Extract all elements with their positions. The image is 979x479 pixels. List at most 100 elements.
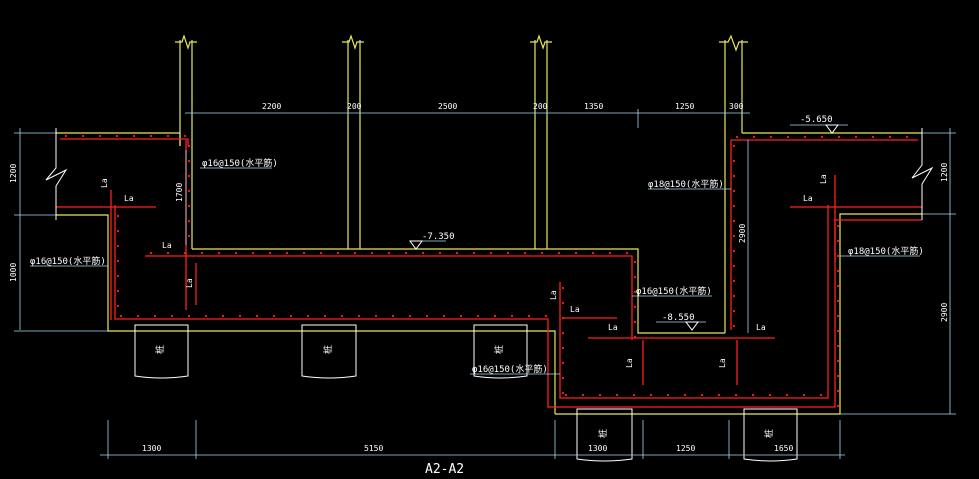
elev-5650-marker xyxy=(825,124,839,134)
rebar-dot-45 xyxy=(336,251,340,255)
rebar-dot-67 xyxy=(632,393,636,397)
rebar-dot-76 xyxy=(785,393,789,397)
dim-1350: 1350 xyxy=(584,102,603,111)
rebar-dot-142 xyxy=(561,376,565,380)
rebar-dot-136 xyxy=(561,286,565,290)
la-2: La xyxy=(100,178,109,188)
rebar-dot-15 xyxy=(238,314,242,318)
elev-7350: -7.350 xyxy=(422,232,455,242)
dim-right-1200: 1200 xyxy=(940,163,949,182)
rebar-dot-81 xyxy=(769,135,773,139)
dim-1250: 1250 xyxy=(675,102,694,111)
rebar-dot-35 xyxy=(166,251,170,255)
rebar-dot-1 xyxy=(81,134,85,138)
rebar-dot-52 xyxy=(455,251,459,255)
rebar-dot-97 xyxy=(116,214,120,218)
rebar-dot-133 xyxy=(633,305,637,309)
rebar-dot-108 xyxy=(732,204,736,208)
rebar-dot-82 xyxy=(786,135,790,139)
rebar-dot-27 xyxy=(442,314,446,318)
rebar-dot-115 xyxy=(732,309,736,313)
rebar-dot-23 xyxy=(374,314,378,318)
rebar-dot-71 xyxy=(700,393,704,397)
slab-break-marks xyxy=(45,128,934,220)
rebar-dot-118 xyxy=(836,239,840,243)
dim-2500: 2500 xyxy=(438,102,457,111)
la-9: La xyxy=(718,358,727,368)
rebar-dot-99 xyxy=(116,244,120,248)
rebar-dot-100 xyxy=(116,259,120,263)
rebar-dot-92 xyxy=(187,174,191,178)
dim-5150: 5150 xyxy=(364,444,383,453)
dim-1300a: 1300 xyxy=(142,444,161,453)
rebar-dot-64 xyxy=(581,393,585,397)
label-pile-phi16: φ16@150(水平筋) xyxy=(472,363,548,375)
rebar-dot-53 xyxy=(472,251,476,255)
rebar-dot-104 xyxy=(732,144,736,148)
anchor-labels: La La La La La La La La La La La La xyxy=(100,174,828,368)
rebar-dot-66 xyxy=(615,393,619,397)
rebar-dot-78 xyxy=(819,393,823,397)
elevation-markers xyxy=(409,124,839,331)
la-7: La xyxy=(608,323,618,332)
rebar-labels: φ16@150(水平筋) φ16@150(水平筋) φ18@150(水平筋) φ… xyxy=(30,157,924,375)
rebar-dot-124 xyxy=(836,329,840,333)
dim-1300b: 1300 xyxy=(588,444,607,453)
pile-mark-5: 桩 xyxy=(763,429,775,438)
rebar-dot-79 xyxy=(735,135,739,139)
rebar-dot-49 xyxy=(404,251,408,255)
rebar-dot-98 xyxy=(116,229,120,233)
rebar-dot-36 xyxy=(183,251,187,255)
rebar-dot-96 xyxy=(187,234,191,238)
rebar-left-top xyxy=(60,138,189,146)
rebar-dot-39 xyxy=(234,251,238,255)
rebar-dot-29 xyxy=(476,314,480,318)
dim-200a: 200 xyxy=(347,102,362,111)
dim-left-1000: 1000 xyxy=(9,263,18,282)
label-right-phi18-upper: φ18@150(水平筋) xyxy=(648,178,724,190)
rebar-dot-102 xyxy=(116,289,120,293)
rebar-dot-114 xyxy=(732,294,736,298)
rebar-dot-55 xyxy=(506,251,510,255)
rebar-dot-70 xyxy=(683,393,687,397)
rebar-dot-40 xyxy=(251,251,255,255)
break-mark-3 xyxy=(530,34,552,50)
rebar-dot-121 xyxy=(836,284,840,288)
rebar-dot-41 xyxy=(268,251,272,255)
drawing-title: A2-A2 xyxy=(425,462,464,477)
rebar-dot-75 xyxy=(768,393,772,397)
rebar-dot-50 xyxy=(421,251,425,255)
la-8: La xyxy=(625,358,634,368)
rebar-dot-31 xyxy=(510,314,514,318)
rebar-dot-139 xyxy=(561,331,565,335)
bottom-dim-labels: 1300 5150 1300 1250 1650 xyxy=(142,444,793,453)
break-mark-4 xyxy=(719,34,748,52)
rebar-dot-94 xyxy=(187,204,191,208)
rebar-dot-140 xyxy=(561,346,565,350)
concrete-outline xyxy=(56,34,922,415)
pile-mark-3: 桩 xyxy=(493,345,505,354)
rebar-dot-46 xyxy=(353,251,357,255)
rebar-dot-20 xyxy=(323,314,327,318)
rebar-dot-16 xyxy=(255,314,259,318)
rebar-dot-138 xyxy=(561,316,565,320)
rebar-dot-47 xyxy=(370,251,374,255)
rebar-dot-132 xyxy=(633,290,637,294)
rebar-dot-107 xyxy=(732,189,736,193)
piles xyxy=(134,324,798,462)
rebar-dot-51 xyxy=(438,251,442,255)
label-top-phi16: φ16@150(水平筋) xyxy=(202,157,278,169)
rebar-dot-141 xyxy=(561,361,565,365)
dim-2900-inner: 2900 xyxy=(738,224,747,243)
rebar-dot-65 xyxy=(598,393,602,397)
rebar-dot-14 xyxy=(221,314,225,318)
left-break xyxy=(45,128,68,220)
rebar xyxy=(56,138,922,408)
rebar-dot-128 xyxy=(836,389,840,393)
rebar-dot-63 xyxy=(564,393,568,397)
rebar-dot-54 xyxy=(489,251,493,255)
rebar-dot-37 xyxy=(200,251,204,255)
rebar-dot-48 xyxy=(387,251,391,255)
pile-mark-1: 桩 xyxy=(154,345,166,354)
